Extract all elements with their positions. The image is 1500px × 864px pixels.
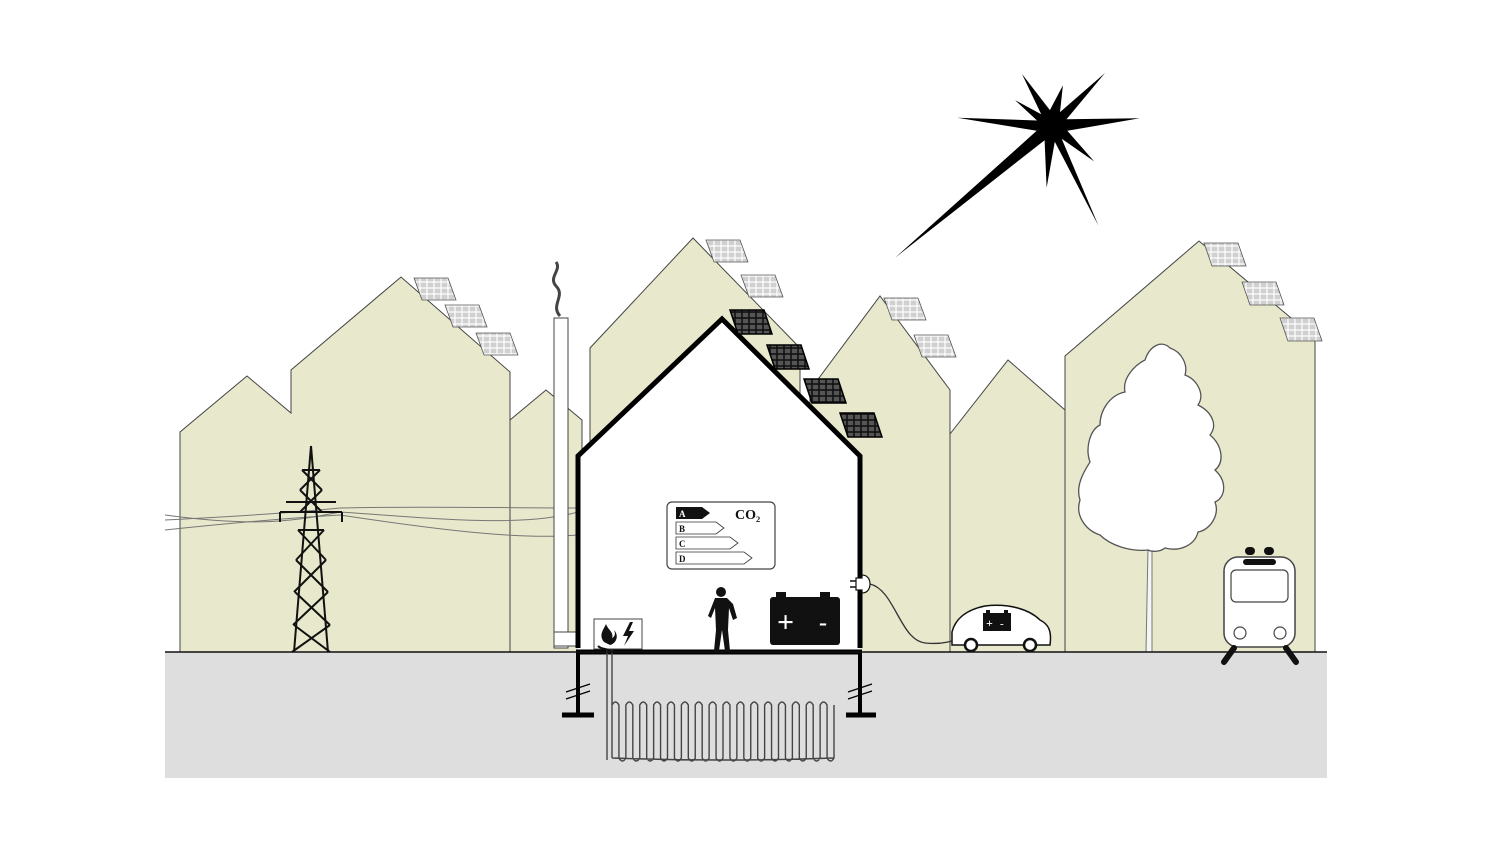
car-battery-plus: + <box>986 616 993 630</box>
solar-panel-icon <box>1279 317 1323 342</box>
energy-class-d: D <box>675 551 753 565</box>
heat-pump-icon <box>593 618 643 653</box>
battery-minus: - <box>819 610 827 636</box>
person-icon <box>708 587 737 651</box>
energy-class-b-label: B <box>679 524 685 534</box>
solar-panel-icon <box>740 274 784 298</box>
geothermal-loop <box>606 650 835 762</box>
solar-panel-icon <box>913 334 957 358</box>
battery-icon: + - <box>770 592 840 645</box>
solar-panel-icon <box>413 277 457 301</box>
car-battery-minus: - <box>1000 618 1004 630</box>
ground <box>165 652 1327 778</box>
car-battery-icon: + - <box>983 610 1011 631</box>
energy-class-d-label: D <box>679 554 686 564</box>
foundation <box>562 652 876 718</box>
pylon-icon <box>279 445 343 653</box>
co2-label: CO₂ <box>735 508 760 523</box>
sun-icon <box>895 73 1140 258</box>
solar-panel-icon <box>838 412 884 438</box>
train-icon <box>1221 547 1299 665</box>
energy-class-c: C <box>675 536 739 550</box>
car-icon: + - <box>951 604 1052 653</box>
tree-icon <box>1078 343 1225 653</box>
energy-class-a-label: A <box>679 509 686 519</box>
energy-label: A B C D CO₂ <box>666 501 776 570</box>
solar-panel-icon <box>475 332 519 356</box>
battery-plus: + <box>777 606 794 639</box>
solar-panel-icon <box>802 378 848 404</box>
solar-panel-icon <box>1241 281 1285 306</box>
main-roof-solar-panels <box>728 309 884 438</box>
solar-panel-icon <box>444 304 488 328</box>
energy-class-c-label: C <box>679 539 686 549</box>
solar-panel-icon <box>705 239 749 263</box>
energy-class-b: B <box>675 521 725 535</box>
solar-panel-icon <box>765 344 811 370</box>
solar-panel-icon <box>883 297 927 321</box>
solar-panel-icon <box>728 309 774 335</box>
background-solar-panels <box>413 239 1323 358</box>
solar-panel-icon <box>1203 242 1247 267</box>
energy-class-a: A <box>676 507 710 519</box>
